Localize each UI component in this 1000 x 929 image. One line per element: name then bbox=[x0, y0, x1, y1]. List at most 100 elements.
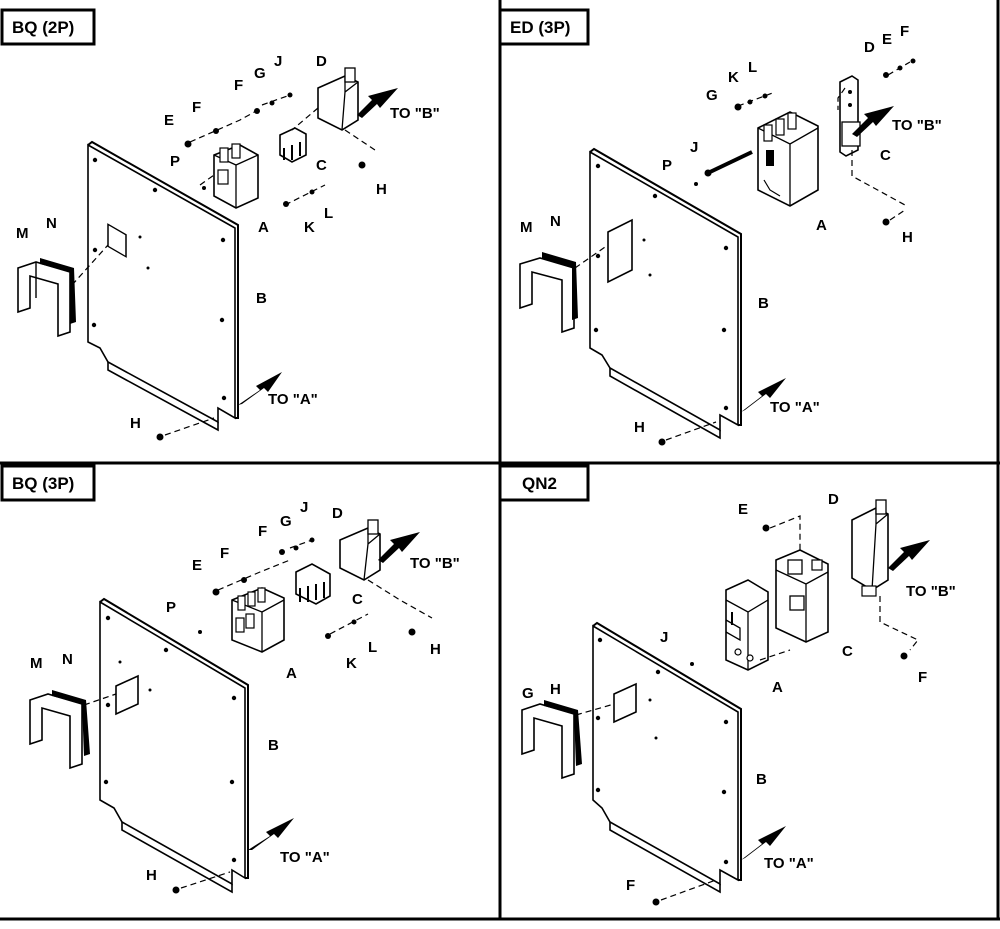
to-a-label: TO "A" bbox=[770, 399, 820, 416]
label-m: M bbox=[16, 225, 29, 242]
back-plate bbox=[589, 147, 742, 440]
label-m: M bbox=[520, 219, 533, 236]
back-plate bbox=[87, 140, 239, 432]
label-l: L bbox=[748, 59, 757, 76]
label-e: E bbox=[882, 31, 892, 48]
arrow-to-a bbox=[248, 818, 294, 850]
label-h: H bbox=[146, 867, 157, 884]
label-h: H bbox=[550, 681, 561, 698]
circuit-breaker bbox=[199, 143, 259, 209]
arrow-to-a bbox=[741, 826, 786, 860]
label-n: N bbox=[46, 215, 57, 232]
insulator-bracket bbox=[17, 244, 109, 338]
panel-title-ed3p: ED (3P) bbox=[498, 8, 590, 46]
label-b: B bbox=[756, 771, 767, 788]
to-a-label: TO "A" bbox=[280, 849, 330, 866]
label-f: F bbox=[234, 77, 243, 94]
to-a-label: TO "A" bbox=[764, 855, 814, 872]
label-c: C bbox=[316, 157, 327, 174]
arrow-to-a bbox=[741, 378, 786, 412]
panel-title-bq2p: BQ (2P) bbox=[0, 8, 96, 46]
label-e: E bbox=[738, 501, 748, 518]
arrow-to-b bbox=[888, 540, 930, 571]
label-e: E bbox=[164, 112, 174, 129]
label-a: A bbox=[286, 665, 297, 682]
circuit-breaker bbox=[757, 111, 819, 207]
label-h: H bbox=[376, 181, 387, 198]
svg-text:QN2: QN2 bbox=[522, 474, 557, 493]
terminal-cover bbox=[851, 499, 919, 651]
label-d: D bbox=[864, 39, 875, 56]
label-h: H bbox=[902, 229, 913, 246]
terminal-cover bbox=[291, 67, 376, 151]
label-k: K bbox=[346, 655, 357, 672]
label-f: F bbox=[900, 23, 909, 40]
label-m: M bbox=[30, 655, 43, 672]
long-screw bbox=[704, 150, 753, 177]
label-p: P bbox=[166, 599, 176, 616]
label-g: G bbox=[706, 87, 718, 104]
screws bbox=[658, 58, 916, 446]
label-f: F bbox=[258, 523, 267, 540]
label-b: B bbox=[758, 295, 769, 312]
label-k: K bbox=[304, 219, 315, 236]
din-rail-clip bbox=[759, 515, 829, 661]
label-p: P bbox=[662, 157, 672, 174]
panel-title-bq3p: BQ (3P) bbox=[0, 464, 96, 502]
label-h: H bbox=[130, 415, 141, 432]
panel-qn2: A B C D E F F G H J TO "A" TO "B" bbox=[521, 491, 956, 906]
label-f: F bbox=[918, 669, 927, 686]
label-d: D bbox=[828, 491, 839, 508]
screws bbox=[156, 92, 366, 441]
label-d: D bbox=[316, 53, 327, 70]
to-a-label: TO "A" bbox=[268, 391, 318, 408]
arrow-to-b bbox=[378, 532, 420, 563]
label-c: C bbox=[880, 147, 891, 164]
mounting-clip bbox=[295, 563, 331, 605]
label-f: F bbox=[220, 545, 229, 562]
to-b-label: TO "B" bbox=[410, 555, 460, 572]
arrow-to-b bbox=[852, 106, 894, 137]
label-e: E bbox=[192, 557, 202, 574]
label-a: A bbox=[816, 217, 827, 234]
to-b-label: TO "B" bbox=[906, 583, 956, 600]
mounting-bracket bbox=[837, 75, 906, 206]
label-j: J bbox=[274, 53, 282, 70]
to-b-label: TO "B" bbox=[390, 105, 440, 122]
svg-text:BQ (3P): BQ (3P) bbox=[12, 474, 74, 493]
svg-text:BQ (2P): BQ (2P) bbox=[12, 18, 74, 37]
label-l: L bbox=[368, 639, 377, 656]
panel-title-qn2: QN2 bbox=[498, 464, 590, 502]
label-h: H bbox=[634, 419, 645, 436]
label-c: C bbox=[352, 591, 363, 608]
label-j: J bbox=[660, 629, 668, 646]
label-g: G bbox=[254, 65, 266, 82]
insulator-bracket bbox=[519, 244, 609, 334]
svg-text:ED (3P): ED (3P) bbox=[510, 18, 570, 37]
screws bbox=[172, 537, 416, 894]
arrow-to-b bbox=[357, 88, 398, 118]
label-k: K bbox=[728, 69, 739, 86]
label-f: F bbox=[192, 99, 201, 116]
label-p: P bbox=[170, 153, 180, 170]
to-b-label: TO "B" bbox=[892, 117, 942, 134]
label-j: J bbox=[690, 139, 698, 156]
label-n: N bbox=[62, 651, 73, 668]
panel-bq3p: A B C D E F F G H H J K L M N P TO "A" T… bbox=[29, 499, 460, 894]
arrow-to-a bbox=[238, 372, 282, 405]
label-h: H bbox=[430, 641, 441, 658]
terminal-cover bbox=[339, 519, 433, 619]
label-a: A bbox=[772, 679, 783, 696]
label-d: D bbox=[332, 505, 343, 522]
circuit-breaker bbox=[725, 579, 769, 671]
label-a: A bbox=[258, 219, 269, 236]
label-l: L bbox=[324, 205, 333, 222]
back-plate bbox=[99, 597, 249, 894]
label-f: F bbox=[626, 877, 635, 894]
mounting-clip bbox=[279, 127, 307, 163]
label-j: J bbox=[300, 499, 308, 516]
label-g: G bbox=[522, 685, 534, 702]
panel-ed3p: A B C D E F G H H J K L M N P TO "A" TO … bbox=[519, 23, 942, 446]
back-plate bbox=[592, 621, 742, 894]
